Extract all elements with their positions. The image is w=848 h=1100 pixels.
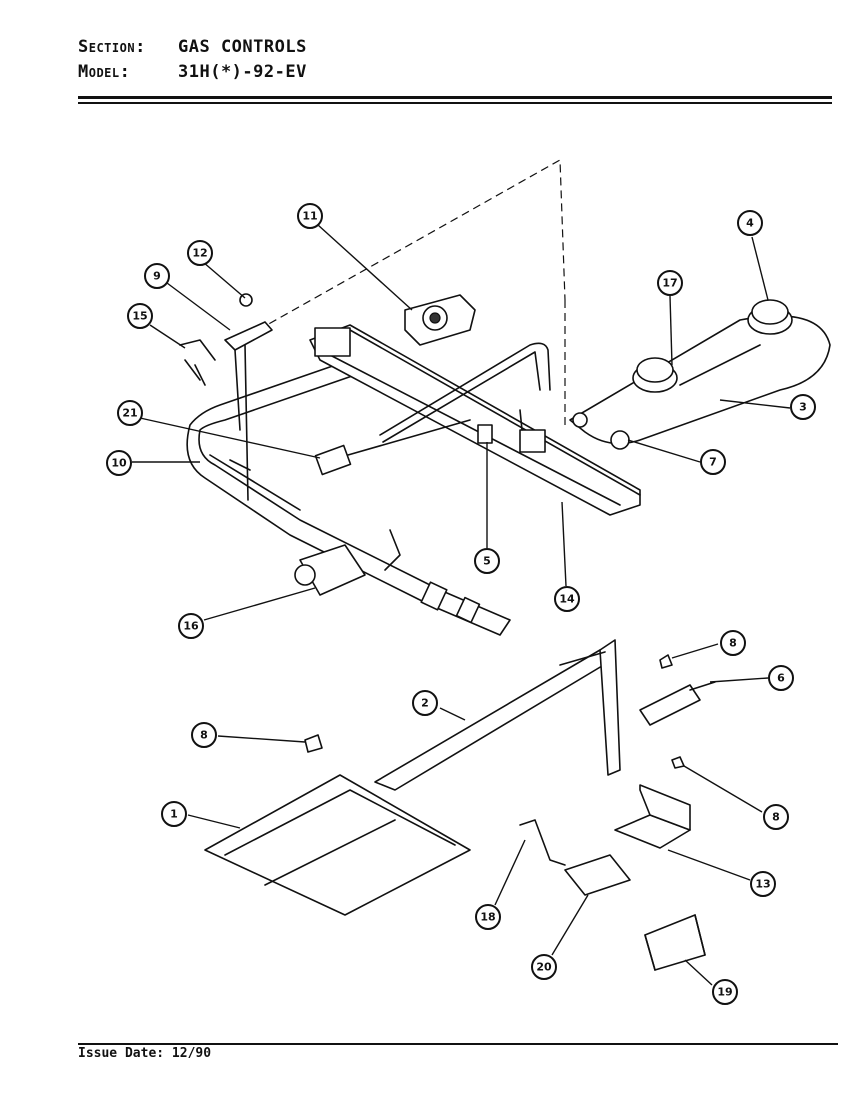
svg-text:14: 14 (559, 593, 575, 606)
callout-19: 19 (712, 979, 738, 1005)
callout-7: 7 (700, 449, 726, 475)
svg-text:10: 10 (111, 457, 127, 470)
svg-text:1: 1 (170, 808, 178, 821)
callout-16: 16 (178, 613, 204, 639)
callout-15: 15 (127, 303, 153, 329)
spark-electrode (477, 424, 493, 444)
callout-8-igniter: 8 (720, 630, 746, 656)
gas-controls-exploded-diagram: 11 12 9 15 21 10 16 5 14 4 17 3 7 8 6 2 … (106, 158, 831, 1005)
callout-14: 14 (554, 586, 580, 612)
header-rule-top (78, 96, 832, 99)
burner-rail (309, 324, 641, 516)
callout-18: 18 (475, 904, 501, 930)
callout-20: 20 (531, 954, 557, 980)
thermostat-control (294, 529, 401, 596)
callout-11: 11 (297, 203, 323, 229)
svg-text:15: 15 (132, 310, 147, 323)
clip-c (671, 756, 685, 769)
mounting-bracket (614, 784, 691, 849)
model-value: 31H(*)-92-EV (178, 62, 307, 82)
callout-21: 21 (117, 400, 143, 426)
svg-text:8: 8 (200, 729, 208, 742)
svg-text:5: 5 (483, 555, 491, 568)
clip-a (659, 654, 673, 669)
model-header: Model: 31H(*)-92-EV (78, 62, 307, 82)
callout-3: 3 (790, 394, 816, 420)
oven-burner-tube (374, 639, 621, 791)
callout-9: 9 (144, 263, 170, 289)
gas-supply-tube (379, 342, 551, 436)
svg-text:19: 19 (717, 986, 732, 999)
section-header: Section: GAS CONTROLS (78, 37, 307, 57)
callout-2: 2 (412, 690, 438, 716)
svg-text:16: 16 (183, 620, 199, 633)
callout-10: 10 (106, 450, 132, 476)
svg-text:17: 17 (662, 277, 677, 290)
svg-text:3: 3 (799, 401, 807, 414)
orifice-fitting (179, 293, 273, 501)
svg-text:21: 21 (122, 407, 137, 420)
clip-b (304, 734, 323, 753)
igniter-connector (314, 419, 471, 476)
svg-text:8: 8 (729, 637, 737, 650)
gas-valve (404, 294, 476, 346)
callout-12: 12 (187, 240, 213, 266)
callout-13: 13 (750, 871, 776, 897)
svg-text:12: 12 (192, 247, 207, 260)
leader-lines (132, 224, 791, 986)
top-burner-assembly (569, 299, 831, 450)
callout-1: 1 (161, 801, 187, 827)
svg-text:18: 18 (480, 911, 495, 924)
junction-box (644, 914, 706, 971)
svg-text:13: 13 (755, 878, 770, 891)
header-rule-bottom (78, 102, 832, 104)
callout-5: 5 (474, 548, 500, 574)
svg-text:2: 2 (421, 697, 429, 710)
svg-text:20: 20 (536, 961, 552, 974)
svg-text:11: 11 (302, 210, 317, 223)
oven-igniter (639, 681, 716, 726)
pressure-regulator (519, 819, 631, 896)
section-label: Section: (78, 37, 146, 57)
callout-6: 6 (768, 665, 794, 691)
issue-label: Issue Date: (78, 1046, 165, 1061)
issue-date: Issue Date: 12/90 (78, 1046, 211, 1061)
callout-8-left: 8 (191, 722, 217, 748)
callout-4: 4 (737, 210, 763, 236)
svg-text:6: 6 (777, 672, 785, 685)
footer-rule (78, 1043, 838, 1045)
svg-text:9: 9 (153, 270, 161, 283)
phantom-line (257, 158, 566, 331)
manifold-tube (186, 359, 511, 636)
svg-text:8: 8 (772, 811, 780, 824)
svg-text:4: 4 (746, 217, 754, 230)
svg-text:7: 7 (709, 456, 717, 469)
model-label: Model: (78, 62, 131, 82)
section-value: GAS CONTROLS (178, 37, 307, 57)
callout-8-right: 8 (763, 804, 789, 830)
issue-value: 12/90 (171, 1046, 212, 1061)
callout-17: 17 (657, 270, 683, 296)
burner-baffle (204, 774, 471, 916)
